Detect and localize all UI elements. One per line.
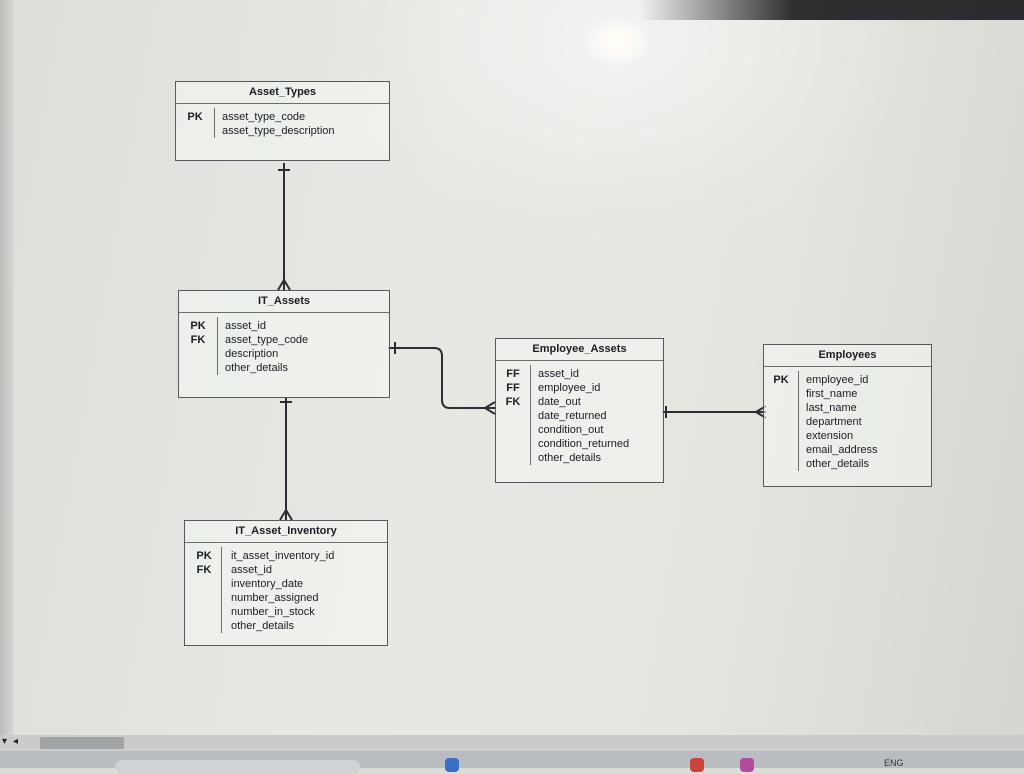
taskbar-app-icon[interactable] xyxy=(740,758,754,772)
key-label: FK xyxy=(190,334,206,346)
key-column: FF FF FK xyxy=(496,361,530,465)
key-column: PK xyxy=(764,367,798,471)
key-divider xyxy=(217,317,219,375)
field: email_address xyxy=(806,444,878,456)
field: condition_returned xyxy=(538,438,630,450)
entity-title: Employees xyxy=(764,345,931,367)
entity-asset-types[interactable]: Asset_Types PK asset_type_code asset_typ… xyxy=(175,81,390,161)
field: condition_out xyxy=(538,424,604,436)
field: last_name xyxy=(806,402,857,414)
horizontal-scrollbar[interactable] xyxy=(0,735,1024,751)
field: asset_id xyxy=(538,368,579,380)
field-column: asset_id employee_id date_out date_retur… xyxy=(530,361,635,465)
scrollbar-thumb[interactable] xyxy=(40,737,124,749)
key-label: FK xyxy=(196,564,212,576)
field: employee_id xyxy=(538,382,601,394)
entity-it-assets[interactable]: IT_Assets PK FK asset_id asset_type_code… xyxy=(178,290,390,398)
field: inventory_date xyxy=(231,578,304,590)
field-column: asset_type_code asset_type_description xyxy=(214,104,341,138)
field-column: asset_id asset_type_code description oth… xyxy=(217,313,314,375)
key-label: FF xyxy=(506,368,520,380)
key-label: PK xyxy=(773,374,789,386)
field: asset_type_code xyxy=(225,334,309,346)
scroll-arrow-icons[interactable]: ▾◂ xyxy=(2,736,25,747)
entity-title: IT_Asset_Inventory xyxy=(185,521,387,543)
key-divider xyxy=(221,547,223,633)
key-label: PK xyxy=(187,111,203,123)
relationship-it-assets-inventory xyxy=(279,397,293,521)
key-divider xyxy=(214,108,216,138)
field-column: it_asset_inventory_id asset_id inventory… xyxy=(223,543,340,633)
field: date_returned xyxy=(538,410,607,422)
field: other_details xyxy=(538,452,601,464)
key-column: PK xyxy=(176,104,214,138)
taskbar-app-icon[interactable] xyxy=(690,758,704,772)
entity-title: Asset_Types xyxy=(176,82,389,104)
field: employee_id xyxy=(806,374,869,386)
field: other_details xyxy=(231,620,294,632)
field: extension xyxy=(806,430,854,442)
field: number_assigned xyxy=(231,592,319,604)
relationship-it-assets-employee-assets xyxy=(388,342,496,415)
key-column: PK FK xyxy=(179,313,217,375)
field: other_details xyxy=(225,362,288,374)
monitor-bezel xyxy=(640,0,1024,20)
monitor-bezel-left xyxy=(0,0,14,740)
entity-employees[interactable]: Employees PK employee_id first_name last… xyxy=(763,344,932,487)
field: asset_type_description xyxy=(222,125,335,137)
entity-employee-assets[interactable]: Employee_Assets FF FF FK asset_id employ… xyxy=(495,338,664,483)
relationship-asset-types-it-assets xyxy=(277,163,291,291)
key-divider xyxy=(798,371,800,471)
key-label: FF xyxy=(506,382,520,394)
field-column: employee_id first_name last_name departm… xyxy=(798,367,884,471)
taskbar-app-icon[interactable] xyxy=(445,758,459,772)
key-divider xyxy=(530,365,532,465)
relationship-employees-employee-assets xyxy=(662,405,767,419)
field: number_in_stock xyxy=(231,606,315,618)
key-label: PK xyxy=(196,550,212,562)
entity-it-asset-inventory[interactable]: IT_Asset_Inventory PK FK it_asset_invent… xyxy=(184,520,388,646)
field: asset_id xyxy=(231,564,272,576)
field: date_out xyxy=(538,396,581,408)
light-glare xyxy=(585,18,649,66)
field: asset_id xyxy=(225,320,266,332)
entity-title: Employee_Assets xyxy=(496,339,663,361)
key-column: PK FK xyxy=(185,543,223,633)
field: description xyxy=(225,348,279,360)
taskbar-search-box[interactable] xyxy=(115,760,360,774)
field: asset_type_code xyxy=(222,111,306,123)
field: other_details xyxy=(806,458,869,470)
field: department xyxy=(806,416,862,428)
key-label: FK xyxy=(505,396,521,408)
entity-title: IT_Assets xyxy=(179,291,389,313)
language-indicator[interactable]: ENG xyxy=(884,758,904,768)
field: it_asset_inventory_id xyxy=(231,550,335,562)
field: first_name xyxy=(806,388,858,400)
key-label: PK xyxy=(190,320,206,332)
